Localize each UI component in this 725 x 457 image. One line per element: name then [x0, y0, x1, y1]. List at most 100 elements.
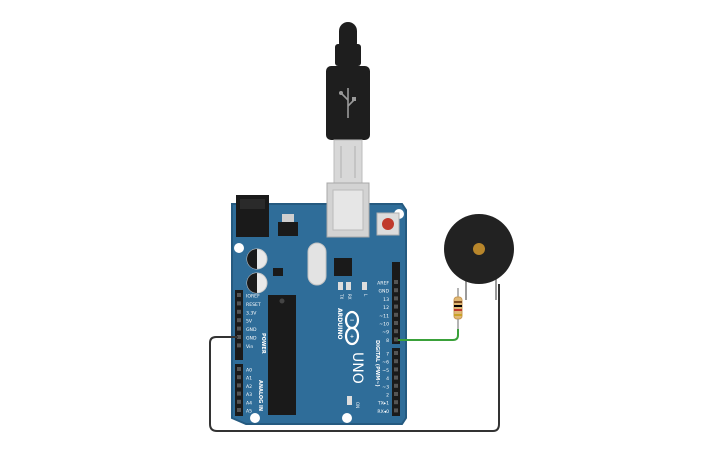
- header-pin[interactable]: [237, 375, 241, 380]
- tx-led: [338, 282, 343, 290]
- analog-pin-label: A3: [246, 392, 252, 398]
- digital-pin-label: ~10: [379, 322, 389, 328]
- header-pin[interactable]: [237, 293, 241, 297]
- digital-header-upper: [392, 262, 400, 344]
- usb-cable[interactable]: [326, 22, 370, 185]
- power-pin-label: GND: [246, 327, 257, 333]
- digital-header-label: DIGITAL (PWM~): [374, 340, 380, 387]
- crystal-oscillator: [307, 242, 327, 286]
- power-header-label: POWER: [260, 333, 266, 354]
- power-pin-label: IOREF: [246, 294, 260, 300]
- header-pin[interactable]: [394, 359, 398, 364]
- tx-label: TX: [339, 293, 344, 299]
- small-chip: [273, 268, 283, 276]
- header-pin[interactable]: [394, 400, 398, 405]
- analog-pin-label: A2: [246, 384, 252, 390]
- analog-pin-label: A4: [246, 400, 252, 406]
- digital-pin-label: ~9: [382, 330, 389, 336]
- on-led: [347, 396, 352, 405]
- header-pin[interactable]: [237, 391, 241, 396]
- header-pin[interactable]: [237, 399, 241, 404]
- atmega-microcontroller: [268, 295, 296, 415]
- arduino-uno-board[interactable]: ON TX RX L + − ARDUINO UNO POWER ANALOG …: [231, 182, 407, 425]
- analog-pin-label: A5: [246, 409, 252, 415]
- header-pin[interactable]: [394, 312, 398, 317]
- signal-wire-pin8[interactable]: [398, 329, 459, 341]
- digital-pin-label: 4: [386, 376, 389, 382]
- header-pin[interactable]: [394, 375, 398, 380]
- header-pin[interactable]: [394, 392, 398, 396]
- analog-pin-label: A1: [246, 376, 252, 382]
- digital-pin-label: 12: [383, 305, 389, 311]
- power-header: [235, 290, 243, 360]
- ground-wire[interactable]: [209, 284, 500, 432]
- power-pin-label: 5V: [246, 319, 253, 325]
- header-pin[interactable]: [237, 383, 241, 388]
- digital-pin-label: ~11: [379, 313, 389, 319]
- svg-text:−: −: [349, 317, 354, 324]
- brand-label: ARDUINO: [336, 308, 343, 339]
- header-pin[interactable]: [237, 309, 241, 314]
- header-pin[interactable]: [237, 326, 241, 331]
- header-pin[interactable]: [394, 304, 398, 309]
- resistor[interactable]: [453, 288, 463, 330]
- digital-pin-label: 2: [386, 393, 389, 399]
- mounting-hole: [250, 413, 260, 423]
- usb-cable-neck: [335, 44, 361, 66]
- l-label: L: [363, 294, 368, 297]
- header-pin[interactable]: [237, 367, 241, 371]
- digital-pin-label: 7: [386, 352, 389, 358]
- digital-pin-label: TX▸1: [377, 401, 389, 407]
- header-pin[interactable]: [237, 408, 241, 412]
- usb-icon: [339, 88, 356, 118]
- header-pin[interactable]: [394, 383, 398, 388]
- digital-pin-label: 8: [386, 338, 389, 344]
- digital-pin-label: 13: [383, 297, 389, 303]
- header-pin[interactable]: [394, 296, 398, 301]
- header-pin[interactable]: [394, 351, 398, 355]
- mounting-hole: [342, 413, 352, 423]
- header-pin[interactable]: [237, 318, 241, 323]
- mounting-hole: [234, 243, 244, 253]
- header-pin[interactable]: [394, 280, 398, 284]
- header-pins: [237, 280, 398, 413]
- header-pin[interactable]: [394, 288, 398, 293]
- analog-header-label: ANALOG IN: [257, 380, 263, 411]
- analog-header: [235, 364, 243, 416]
- model-label: UNO: [349, 352, 365, 384]
- power-pin-label: GND: [246, 336, 257, 342]
- header-pin[interactable]: [237, 335, 241, 339]
- reset-button-cap: [382, 218, 394, 230]
- header-pin[interactable]: [394, 329, 398, 334]
- l-led: [362, 282, 367, 290]
- header-pin[interactable]: [237, 301, 241, 306]
- digital-pin-label: AREF: [377, 281, 389, 287]
- buzzer-center: [473, 243, 485, 255]
- rx-led: [346, 282, 351, 290]
- digital-header-lower: [392, 348, 400, 416]
- svg-text:+: +: [350, 334, 354, 340]
- digital-pin-label: GND: [378, 289, 389, 295]
- usb-interface-chip: [334, 258, 352, 276]
- power-pin-label: Vin: [246, 344, 253, 350]
- digital-pin-labels: AREF GND 13 12 ~11 ~10 ~9 8 7 ~6 ~5 4 ~3 2TX▸1RX◂0: [377, 281, 390, 415]
- digital-pin-label: ~3: [382, 384, 389, 390]
- power-pin-label: 3.3V: [246, 310, 257, 316]
- analog-pin-label: A0: [246, 368, 252, 374]
- digital-pin-label: ~6: [382, 360, 389, 366]
- header-pin[interactable]: [394, 367, 398, 372]
- header-pin[interactable]: [237, 343, 241, 348]
- voltage-regulator: [278, 222, 298, 236]
- piezo-buzzer[interactable]: [444, 214, 514, 300]
- header-pin[interactable]: [394, 337, 398, 342]
- on-label: ON: [355, 402, 360, 408]
- digital-pin-label: ~5: [382, 368, 389, 374]
- header-pin[interactable]: [394, 408, 398, 413]
- header-pin[interactable]: [394, 321, 398, 325]
- digital-pin-label: RX◂0: [377, 409, 389, 415]
- arduino-logo: + −: [344, 310, 360, 346]
